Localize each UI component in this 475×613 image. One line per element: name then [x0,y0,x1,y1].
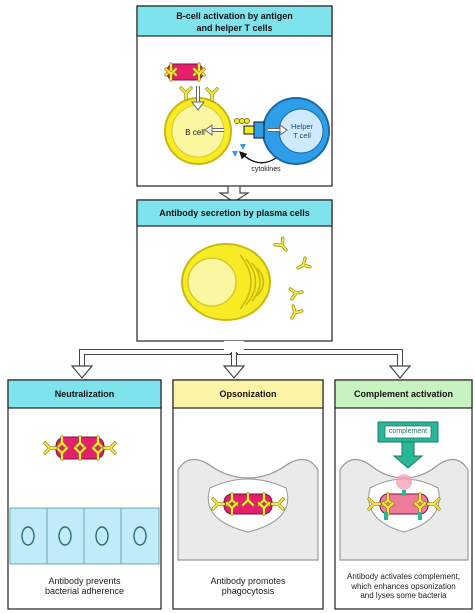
antigen-top [164,62,206,82]
neutralization-caption: Antibody prevents bacterial adherence [44,576,125,596]
top-panel-title: B-cell activation by antigen and helper … [176,11,293,33]
cytokines-label: cytokines [251,166,281,173]
neutralization-panel [7,379,162,610]
neutralization-title: Neutralization [54,389,115,399]
b-cell [164,86,232,165]
opsonization-caption: Antibody promotes phagocytosis [210,576,286,596]
opsonized-bacterium [211,492,285,516]
middle-panel-title: Antibody secretion by plasma cells [159,208,310,218]
lysed-bacterium [367,474,441,520]
helper-t-cell [232,97,330,165]
top-panel [136,5,333,187]
neutralized-bacterium [43,435,117,461]
complement-arrow [392,441,424,469]
epithelial-cells [9,507,160,565]
complement-activation-title: Complement activation [353,389,454,399]
opsonization-panel [172,379,324,610]
helper-t-cell-label: Helper T cell [290,122,314,140]
complement-activation-caption: Antibody activates complement, which enh… [347,572,460,600]
complement-panel [334,379,473,610]
opsonization-title: Opsonization [219,389,277,399]
middle-panel [136,199,333,342]
complement-label: complement [388,428,428,435]
middle-panel-header [136,199,333,227]
flow-arrow-1 [217,185,251,203]
plasma-cell [181,243,271,321]
b-cell-label: B cell [185,128,205,137]
top-panel-header [136,5,333,37]
flow-arrow-branch [70,341,412,379]
